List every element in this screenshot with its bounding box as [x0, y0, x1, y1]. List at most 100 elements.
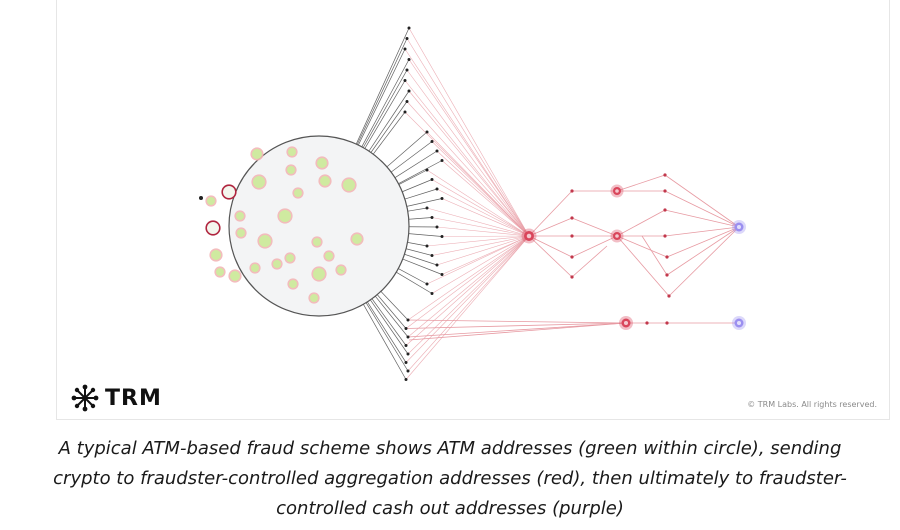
intermediate-address [440, 235, 444, 238]
relay-address [663, 234, 667, 238]
edge-intermediate-to-aggregation [436, 188, 530, 237]
edge-intermediate-to-aggregation [436, 226, 530, 237]
intermediate-address [406, 352, 410, 356]
atm-address [251, 264, 259, 272]
intermediate-address [430, 216, 434, 219]
intermediate-address [406, 369, 410, 373]
intermediate-address [425, 130, 429, 134]
aggregation-address-core [526, 233, 532, 239]
relay-address [570, 189, 574, 193]
intermediate-address [403, 110, 407, 114]
edge-intermediate-to-aggregation [426, 207, 530, 237]
intermediate-address [425, 282, 429, 286]
atm-address [288, 148, 296, 156]
relay-address [663, 173, 667, 177]
intermediate-address [435, 225, 439, 229]
edge-atm-to-intermediate [365, 302, 409, 372]
edge-aggregation-to-relay [616, 235, 668, 258]
atm-address [230, 271, 240, 281]
edge-intermediate-to-aggregation [407, 322, 627, 338]
trm-star-icon [71, 384, 99, 412]
intermediate-address [430, 140, 434, 143]
edge-atm-to-intermediate [368, 90, 410, 152]
small-nodes [199, 26, 671, 381]
edge-intermediate-to-aggregation [404, 80, 530, 237]
relay-address [665, 321, 669, 325]
brand-name: TRM [105, 385, 162, 411]
edge-intermediate-to-aggregation [436, 150, 530, 237]
edge-intermediate-to-aggregation [404, 48, 530, 237]
intermediate-address [430, 178, 434, 181]
intermediate-address [403, 79, 407, 82]
hub-nodes [521, 184, 746, 330]
atm-address [352, 234, 362, 244]
edge-intermediate-to-aggregation [406, 69, 530, 237]
intermediate-address [404, 327, 408, 330]
edge-aggregation-to-relay [528, 217, 573, 237]
intermediate-address [407, 58, 411, 61]
edge-intermediate-to-aggregation [407, 235, 530, 355]
edge-intermediate-to-aggregation [441, 160, 530, 237]
edge-intermediate-to-aggregation [407, 235, 530, 372]
atm-address [337, 266, 345, 274]
intermediate-address [430, 292, 434, 295]
edge-atm-to-intermediate [364, 80, 406, 149]
intermediate-address [406, 335, 410, 339]
edge-intermediate-to-aggregation [426, 169, 530, 237]
edge-atm-to-intermediate [404, 188, 438, 200]
atm-address [237, 229, 245, 237]
edge-atm-to-intermediate [398, 160, 443, 185]
intermediate-address [404, 361, 408, 364]
relay-address [663, 208, 667, 212]
edge-intermediate-to-aggregation [431, 217, 530, 237]
diagram-figure: TRM © TRM Labs. All rights reserved. [56, 0, 890, 420]
edge-atm-to-intermediate [370, 101, 408, 153]
edge-atm-to-intermediate [406, 198, 443, 207]
edge-intermediate-to-aggregation [405, 235, 530, 346]
edge-relay-to-aggregation [571, 217, 618, 237]
intermediate-address [440, 197, 444, 200]
atm-address [236, 212, 244, 220]
edge-intermediate-to-aggregation [431, 235, 530, 256]
edge-intermediate-to-aggregation [406, 38, 530, 237]
edge-intermediate-to-aggregation [405, 235, 530, 380]
edge-relay-to-cashout [668, 226, 740, 297]
edge-atm-to-intermediate [402, 179, 433, 193]
atm-address [320, 176, 330, 186]
intermediate-address [440, 159, 444, 162]
red-edges [404, 27, 740, 380]
relay-address [663, 189, 667, 193]
relay-address [570, 275, 574, 279]
intermediate-address [405, 37, 409, 40]
relay-address [570, 234, 574, 238]
aggregation-address-core [623, 320, 629, 326]
atm-address [273, 260, 281, 268]
atm-address [286, 254, 294, 262]
atm-address [325, 252, 333, 260]
edge-aggregation-to-relay [528, 235, 573, 258]
edge-intermediate-to-aggregation [431, 179, 530, 237]
atm-address [253, 176, 265, 188]
edge-intermediate-to-aggregation [426, 131, 530, 237]
intermediate-address [425, 206, 429, 210]
edge-atm-to-intermediate [408, 217, 433, 220]
edge-relay-to-cashout [664, 226, 740, 237]
edge-atm-to-intermediate [407, 207, 428, 212]
intermediate-address [403, 47, 407, 51]
edge-intermediate-to-aggregation [407, 319, 627, 324]
edge-intermediate-to-aggregation [405, 322, 627, 329]
edge-intermediate-to-aggregation [441, 235, 530, 275]
edge-atm-to-intermediate [356, 38, 408, 145]
edge-aggregation-to-relay [616, 174, 666, 192]
intermediate-address [407, 89, 411, 93]
edge-atm-to-intermediate [355, 27, 410, 145]
atm-address [207, 197, 215, 205]
edge-atm-to-intermediate [372, 111, 406, 155]
edge-relay-to-cashout [664, 174, 740, 228]
edge-relay-to-cashout [666, 226, 740, 258]
atm-address [287, 166, 295, 174]
edge-atm-to-intermediate [375, 295, 409, 338]
figure-caption: A typical ATM-based fraud scheme shows A… [53, 438, 847, 519]
edge-intermediate-to-aggregation [405, 235, 530, 363]
atm-address [289, 280, 297, 288]
